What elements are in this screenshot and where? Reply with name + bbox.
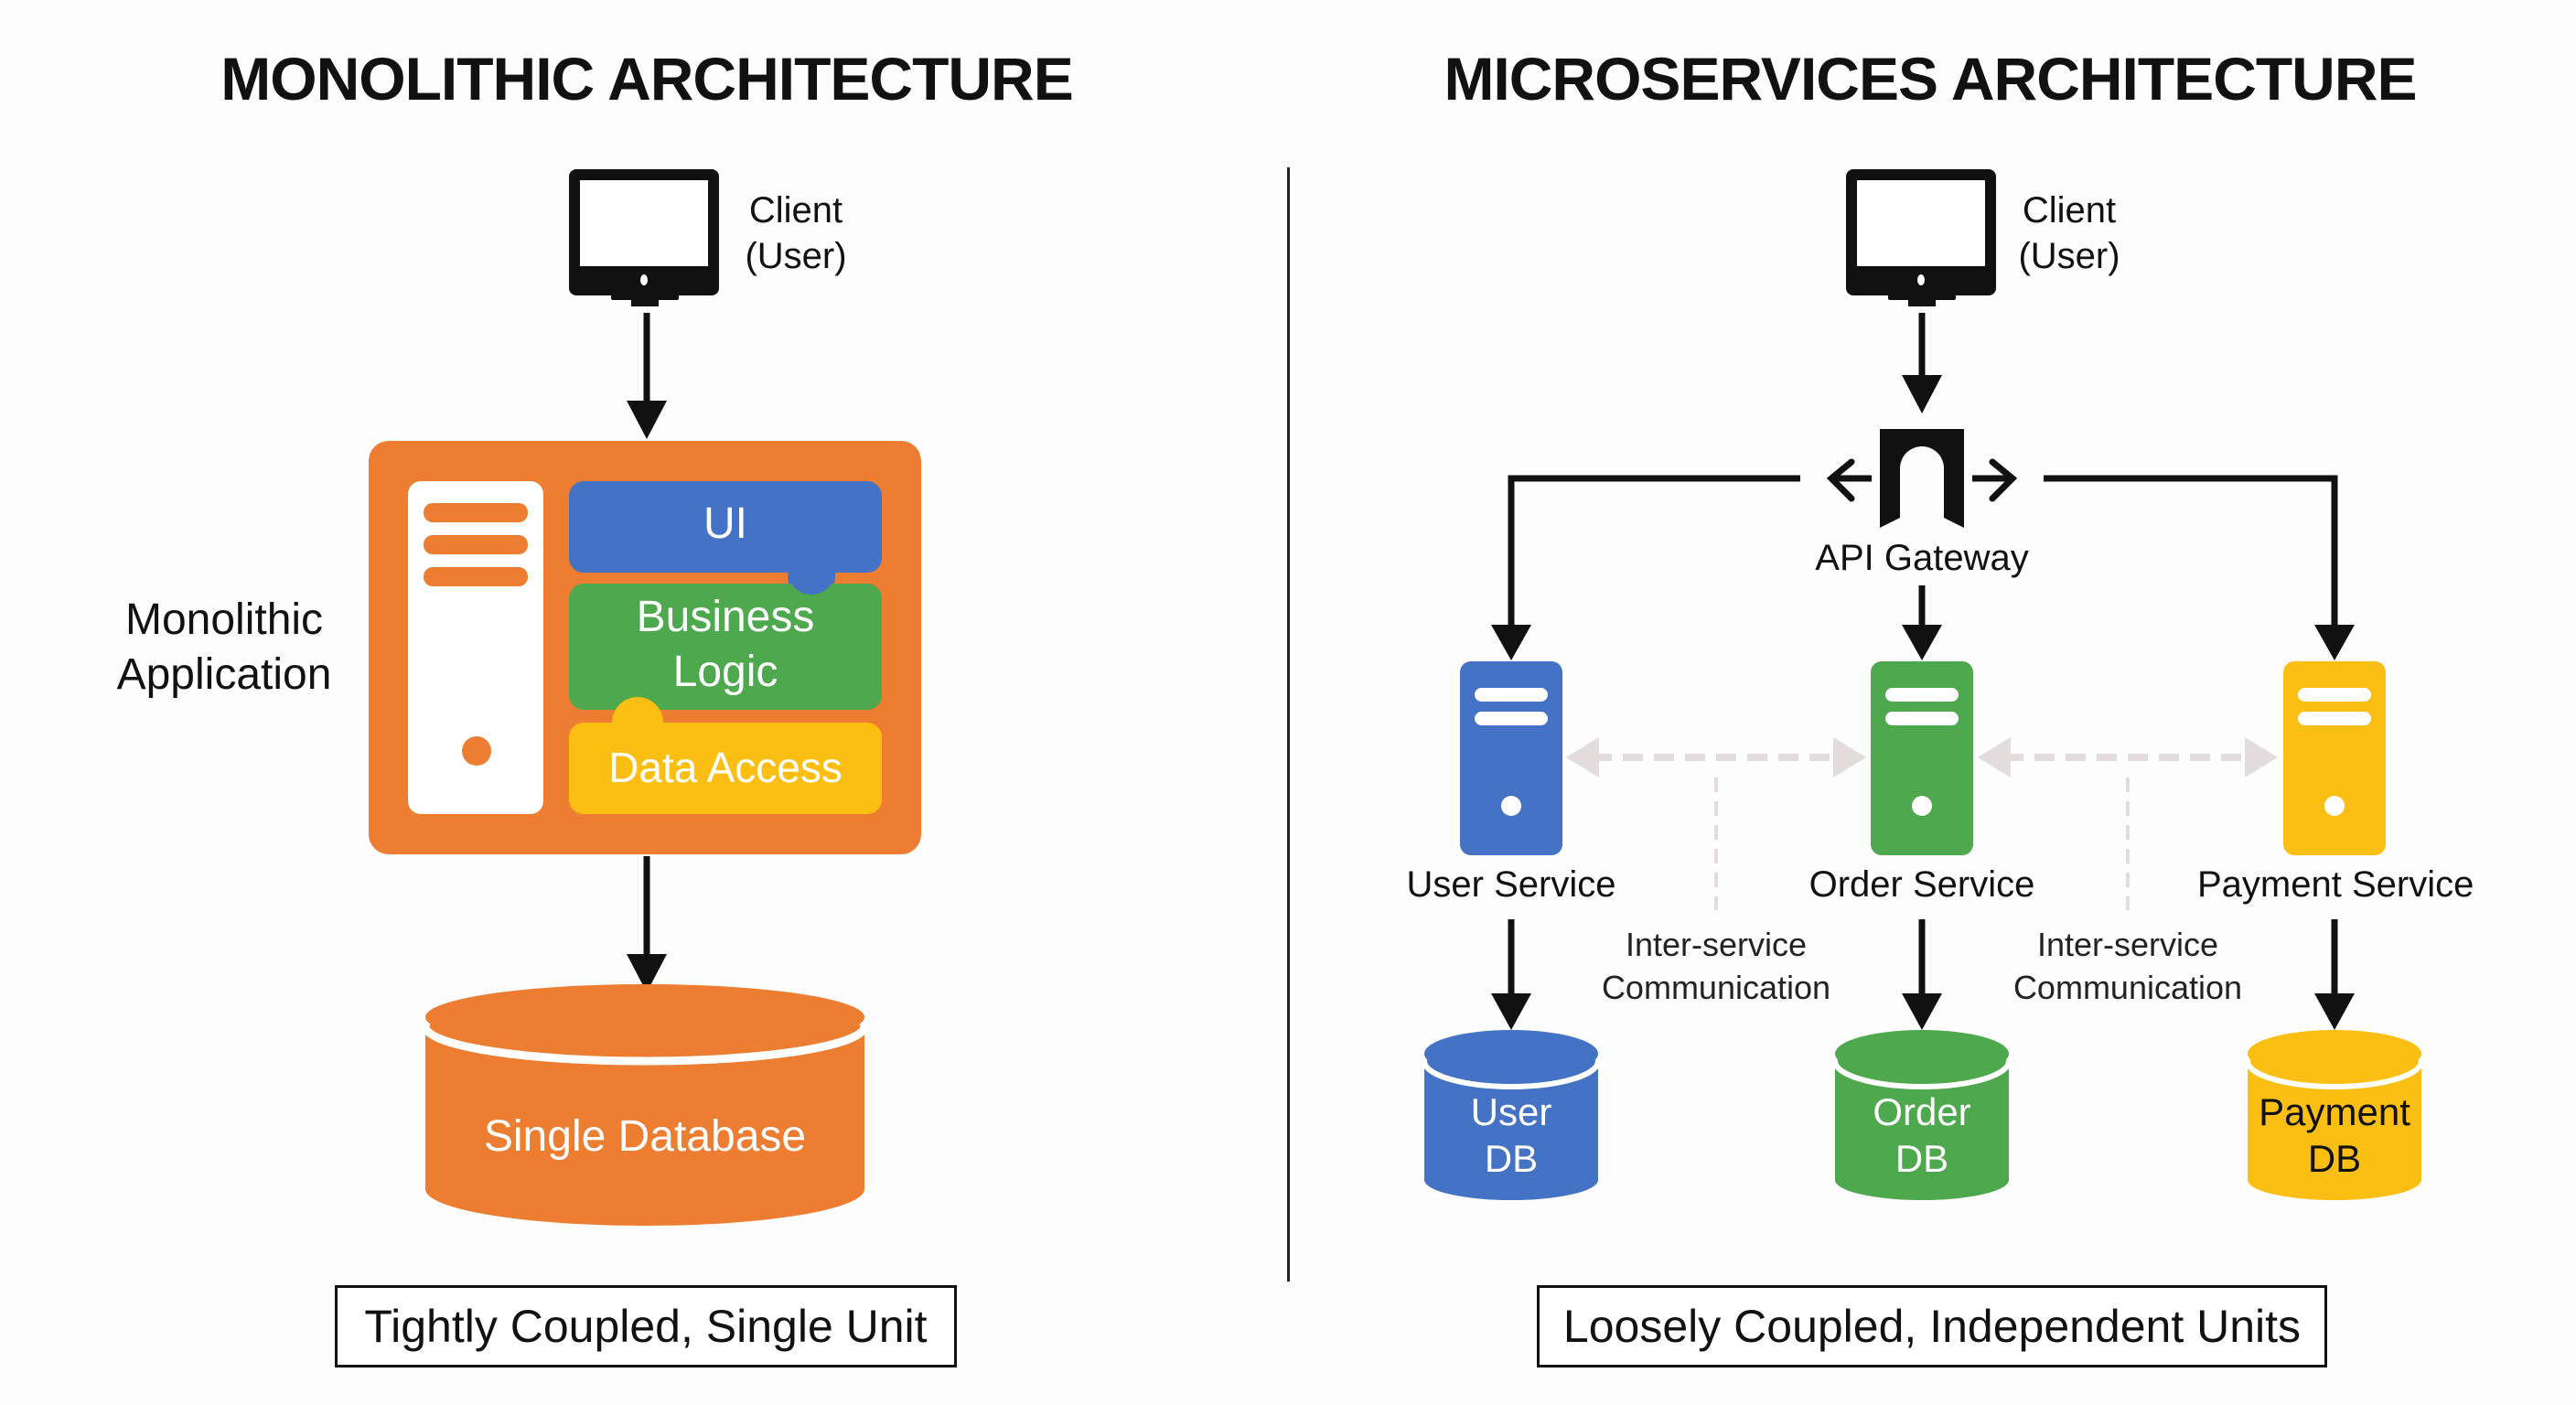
microservices-caption: Loosely Coupled, Independent Units (1537, 1285, 2327, 1367)
db-label-line1: Order (1873, 1090, 1971, 1133)
single-database-cylinder (421, 984, 869, 1226)
arrow-user-service-to-db (1491, 919, 1531, 1030)
monolithic-title: MONOLITHIC ARCHITECTURE (220, 45, 1074, 113)
client-label-line2: (User) (745, 236, 847, 276)
inter-service-line2: Communication (1601, 968, 1831, 1006)
payment-service-server-icon (2283, 661, 2386, 855)
api-gateway-icon (1826, 429, 2018, 528)
user-service-server-icon (1460, 661, 1562, 855)
business-logic-line1: Business (636, 593, 815, 641)
db-label-line2: DB (1894, 1137, 1949, 1181)
microservices-client-label: Client (User) (2005, 188, 2133, 279)
arrow-gateway-to-order-service (1902, 585, 1942, 660)
api-gateway-label: API Gateway (1815, 538, 2029, 578)
arrow-gateway-to-user-service (1491, 475, 1800, 660)
inter-service-label-2: Inter-service Communication (1991, 924, 2265, 1010)
arrow-client-to-gateway (1902, 313, 1942, 413)
business-logic-layer-label: Business Logic (569, 590, 882, 700)
monolithic-client-label: Client (User) (732, 188, 860, 279)
order-service-label: Order Service (1809, 864, 2035, 905)
business-logic-line2: Logic (672, 648, 778, 696)
inter-service-line2: Communication (2012, 968, 2243, 1006)
data-access-layer-label: Data Access (608, 744, 843, 791)
inter-service-arrow-user-order (1566, 737, 1866, 910)
user-db-label: User DB (1424, 1089, 1598, 1182)
arrow-order-service-to-db (1902, 919, 1942, 1030)
inter-service-label-1: Inter-service Communication (1579, 924, 1853, 1010)
ui-connector-tab (788, 547, 835, 595)
db-label-line1: Payment (2259, 1090, 2410, 1133)
order-db-cylinder (1832, 1030, 2012, 1200)
section-divider (1287, 167, 1290, 1282)
app-label-line2: Application (116, 650, 332, 699)
monitor-icon (569, 169, 719, 306)
ui-layer-label: UI (703, 499, 747, 548)
arrow-gateway-to-payment-service (2044, 475, 2355, 660)
payment-service-label: Payment Service (2197, 864, 2474, 905)
arrow-app-to-database (627, 856, 667, 992)
client-label-line1: Client (2022, 190, 2117, 231)
microservices-title: MICROSERVICES ARCHITECTURE (1444, 45, 2417, 113)
user-db-cylinder (1422, 1030, 1601, 1200)
order-db-label: Order DB (1835, 1089, 2009, 1182)
monitor-icon (1846, 169, 1996, 306)
db-label-line2: DB (1484, 1137, 1539, 1181)
client-label-line1: Client (748, 190, 843, 231)
data-access-layer-block (569, 697, 882, 814)
client-label-line2: (User) (2018, 236, 2120, 276)
monolithic-app-label: Monolithic Application (91, 593, 357, 702)
single-database-label: Single Database (483, 1112, 807, 1161)
monolithic-caption: Tightly Coupled, Single Unit (335, 1285, 957, 1367)
server-tower-icon (408, 481, 543, 814)
arrow-client-to-app (627, 313, 667, 439)
business-logic-layer-block (569, 584, 882, 710)
inter-service-line1: Inter-service (1625, 926, 1808, 963)
arrow-payment-service-to-db (2314, 919, 2355, 1030)
order-service-server-icon (1871, 661, 1973, 855)
app-label-line1: Monolithic (124, 595, 324, 644)
inter-service-arrow-order-payment (1978, 737, 2278, 910)
inter-service-line1: Inter-service (2036, 926, 2219, 963)
user-service-label: User Service (1406, 864, 1616, 905)
payment-db-label: Payment DB (2238, 1089, 2431, 1182)
payment-db-cylinder (2245, 1030, 2424, 1200)
db-label-line2: DB (2307, 1137, 2362, 1181)
db-label-line1: User (1470, 1090, 1552, 1133)
